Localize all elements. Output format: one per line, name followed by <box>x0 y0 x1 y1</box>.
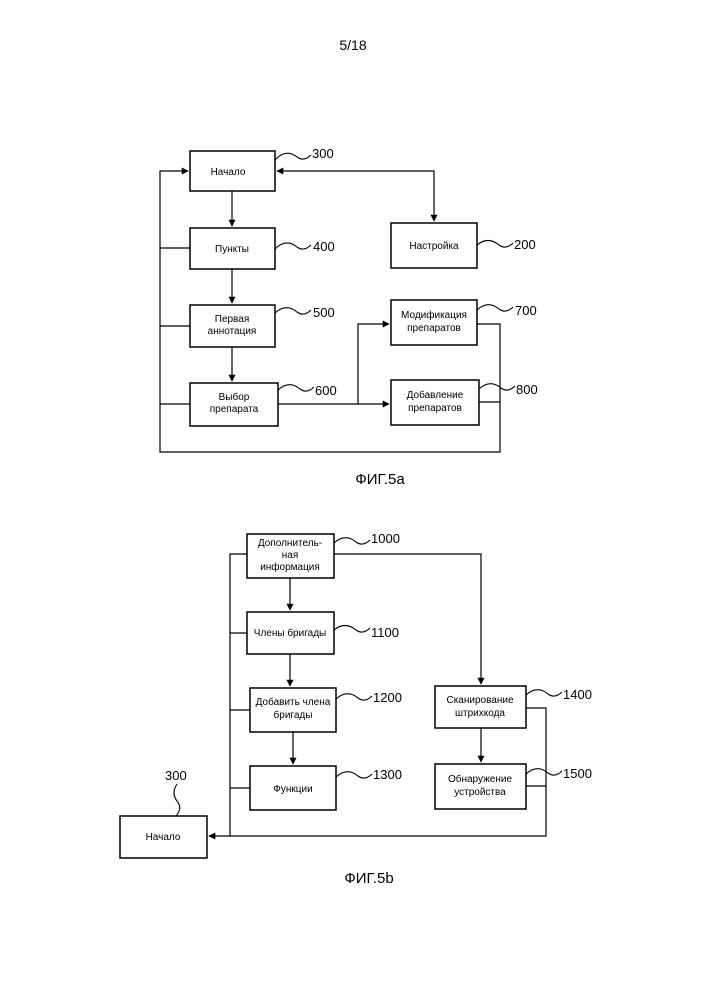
box-detect-line2: устройства <box>454 787 506 798</box>
figure-5b: Дополнитель- ная информация Члены бригад… <box>120 531 592 887</box>
box-add-member-line1: Добавить члена <box>256 696 331 708</box>
figure-5a: Начало Пункты Настройка Первая аннотация… <box>160 146 538 488</box>
ref-leader-300-b <box>174 784 180 816</box>
ref-leader-1300 <box>336 772 372 778</box>
ref-leader-1200 <box>336 694 372 700</box>
box-nachalo: Начало <box>190 151 275 191</box>
return-bus-5b <box>230 554 247 836</box>
box-annotation: Первая аннотация <box>190 305 275 347</box>
ref-1000: 1000 <box>371 531 400 546</box>
box-addition-line2: препаратов <box>408 403 462 414</box>
box-punkty: Пункты <box>190 228 275 269</box>
ref-1300: 1300 <box>373 767 402 782</box>
ref-leader-400 <box>275 243 311 249</box>
ref-400: 400 <box>313 239 335 254</box>
ref-200: 200 <box>514 237 536 252</box>
box-scan: Сканирование штрихкода <box>435 686 526 728</box>
box-extra-info-line2: ная <box>282 550 299 561</box>
ref-leader-200 <box>477 241 513 248</box>
caption-fig5a: ФИГ.5a <box>355 471 405 488</box>
ref-500: 500 <box>313 305 335 320</box>
box-modification: Модификация препаратов <box>391 300 477 345</box>
box-start-label: Начало <box>146 832 181 843</box>
box-modification-line2: препаратов <box>407 323 461 334</box>
box-addition: Добавление препаратов <box>391 380 479 425</box>
ref-leader-300 <box>275 153 311 160</box>
arrow-selection-to-modification <box>358 324 389 404</box>
ref-300-b: 300 <box>165 768 187 783</box>
ref-leader-500 <box>275 308 311 314</box>
box-add-member-line2: бригады <box>274 709 313 721</box>
box-extra-info-line3: информация <box>260 561 320 573</box>
ref-leader-1400 <box>526 690 562 696</box>
box-functions: Функции <box>250 766 336 810</box>
box-scan-line2: штрихкода <box>455 708 505 719</box>
arrow-extra-to-scan <box>334 554 481 684</box>
ref-1200: 1200 <box>373 690 402 705</box>
box-functions-label: Функции <box>273 784 312 795</box>
caption-fig5b: ФИГ.5b <box>344 870 393 887</box>
ref-300-a: 300 <box>312 146 334 161</box>
ref-leader-800 <box>479 384 515 390</box>
ref-leader-1500 <box>526 769 562 775</box>
box-extra-info-line1: Дополнитель- <box>258 538 322 549</box>
page-number: 5/18 <box>339 37 366 53</box>
box-modification-line1: Модификация <box>401 309 467 321</box>
box-detect-line1: Обнаружение <box>448 773 513 785</box>
box-selection: Выбор препарата <box>190 383 278 426</box>
box-members: Члены бригады <box>247 612 334 654</box>
ref-600: 600 <box>315 383 337 398</box>
box-add-member: Добавить члена бригады <box>250 688 336 732</box>
ref-leader-1100 <box>334 626 370 633</box>
box-nachalo-label: Начало <box>211 167 246 178</box>
ref-800: 800 <box>516 382 538 397</box>
box-detect: Обнаружение устройства <box>435 764 526 809</box>
box-annotation-line1: Первая <box>215 314 250 325</box>
ref-700: 700 <box>515 303 537 318</box>
box-selection-line1: Выбор <box>219 391 250 403</box>
ref-1100: 1100 <box>371 625 399 640</box>
arrow-nachalo-nastroika <box>277 171 434 221</box>
box-start: Начало <box>120 816 207 858</box>
ref-1400: 1400 <box>563 687 592 702</box>
box-scan-line1: Сканирование <box>446 695 513 706</box>
box-punkty-label: Пункты <box>215 244 249 255</box>
ref-leader-700 <box>477 305 513 311</box>
box-annotation-line2: аннотация <box>208 326 257 337</box>
ref-leader-1000 <box>334 538 370 544</box>
box-extra-info: Дополнитель- ная информация <box>247 534 334 578</box>
box-selection-line2: препарата <box>210 404 259 415</box>
box-nastroika-label: Настройка <box>409 241 459 252</box>
box-addition-line1: Добавление <box>407 389 464 401</box>
ref-1500: 1500 <box>563 766 592 781</box>
box-nastroika: Настройка <box>391 223 477 268</box>
ref-leader-600 <box>278 385 314 391</box>
box-members-label: Члены бригады <box>254 627 326 639</box>
